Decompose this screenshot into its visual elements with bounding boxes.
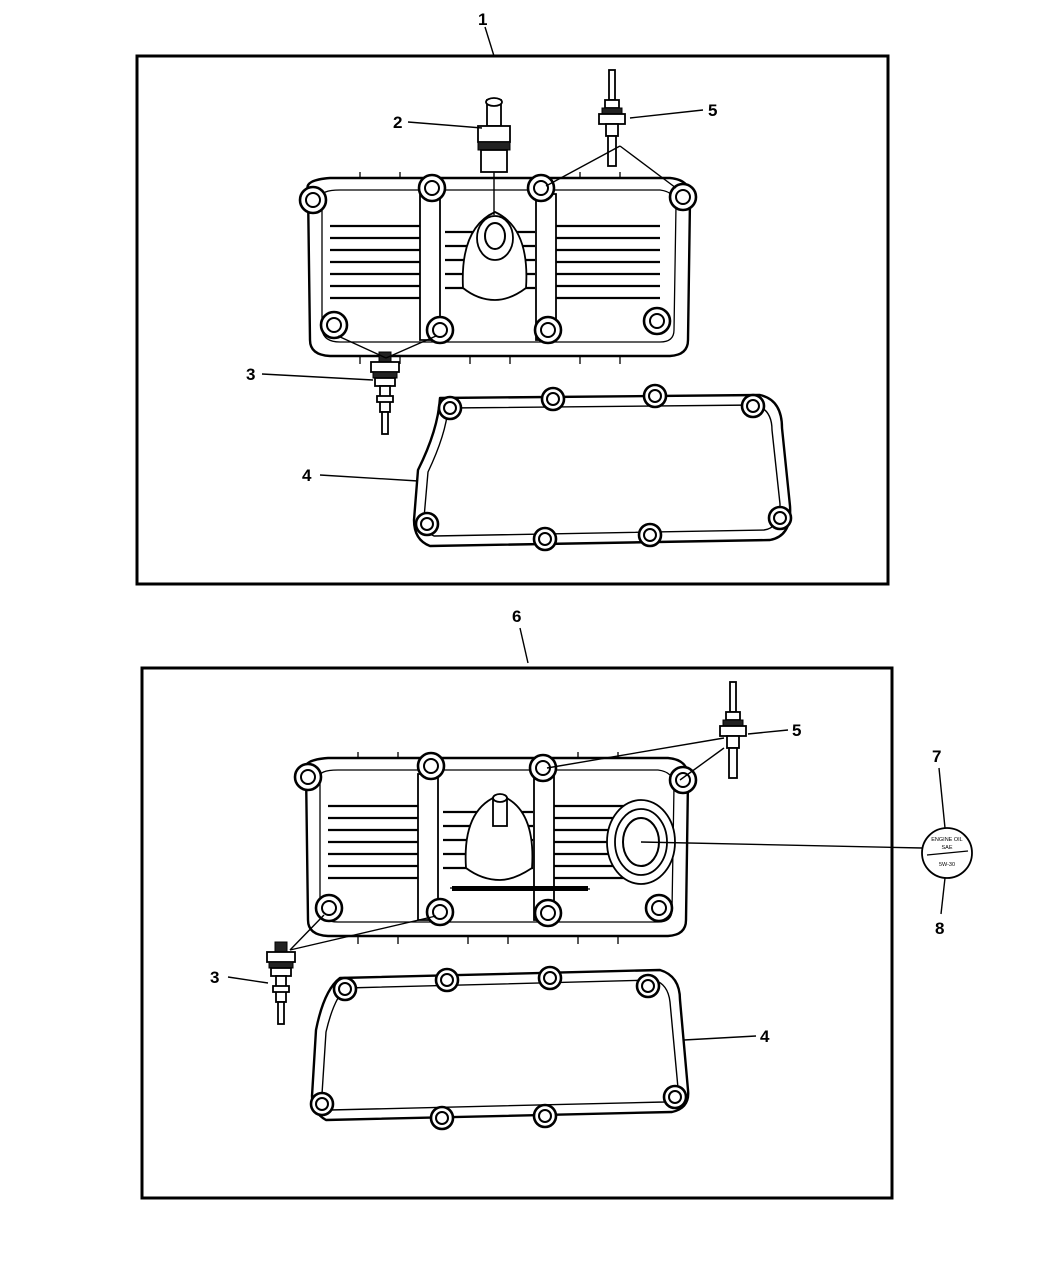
callout-2-leader <box>407 121 483 129</box>
stud-5-bottom-leader-a <box>546 737 725 769</box>
callout-4-top: 4 <box>302 466 312 485</box>
top-panel-frame <box>135 54 890 586</box>
stud-3-top-leader-b <box>385 335 437 359</box>
stud-3-bottom-leader-a <box>289 914 325 951</box>
callout-6-leader <box>519 627 529 664</box>
stud-5-top <box>598 69 626 167</box>
callout-6: 6 <box>512 607 521 626</box>
stud-3-top-leader-a <box>337 335 387 359</box>
callout-5a-leader <box>629 109 704 119</box>
stud-3-bottom <box>266 941 296 1025</box>
oil-cap-leader <box>640 841 923 849</box>
stud-5-top-leader-b <box>619 145 677 189</box>
callout-3a-leader <box>261 373 374 381</box>
breather-boss-top <box>461 211 528 301</box>
callout-8: 8 <box>935 919 944 938</box>
gasket-bottom <box>309 965 690 1131</box>
callout-4b-leader <box>683 1035 757 1041</box>
pcv-valve <box>477 97 511 215</box>
cap-text-line2: SAE <box>941 845 952 851</box>
callout-5b-leader <box>747 729 789 735</box>
gasket-top <box>412 383 793 552</box>
oil-fill-cap: ENGINE OIL SAE 5W-30 <box>921 827 973 879</box>
callout-4-bottom: 4 <box>760 1027 770 1046</box>
callout-5-top: 5 <box>708 101 717 120</box>
callout-5-bottom: 5 <box>792 721 801 740</box>
callout-8-leader <box>940 877 946 915</box>
callout-3-top: 3 <box>246 365 255 384</box>
callout-4a-leader <box>319 474 419 482</box>
stud-5-bottom <box>719 681 747 779</box>
stud-3-top <box>370 351 400 435</box>
stud-5-bottom-leader-b <box>679 747 725 781</box>
cap-text-line1: ENGINE OIL <box>931 837 962 843</box>
callout-1: 1 <box>478 10 487 29</box>
black-band-fill <box>452 886 588 891</box>
bottom-panel-frame <box>140 666 894 1200</box>
stud-5-top-leader-a <box>545 145 621 187</box>
callout-2: 2 <box>393 113 402 132</box>
cap-text-line3: 5W-30 <box>939 862 955 868</box>
callout-7-leader <box>938 767 946 829</box>
callout-7: 7 <box>932 747 941 766</box>
breather-boss-bottom <box>464 793 534 881</box>
callout-3-bottom: 3 <box>210 968 219 987</box>
callout-1-leader <box>484 26 495 57</box>
callout-3b-leader <box>227 976 269 984</box>
stud-3-bottom-leader-b <box>289 915 437 951</box>
